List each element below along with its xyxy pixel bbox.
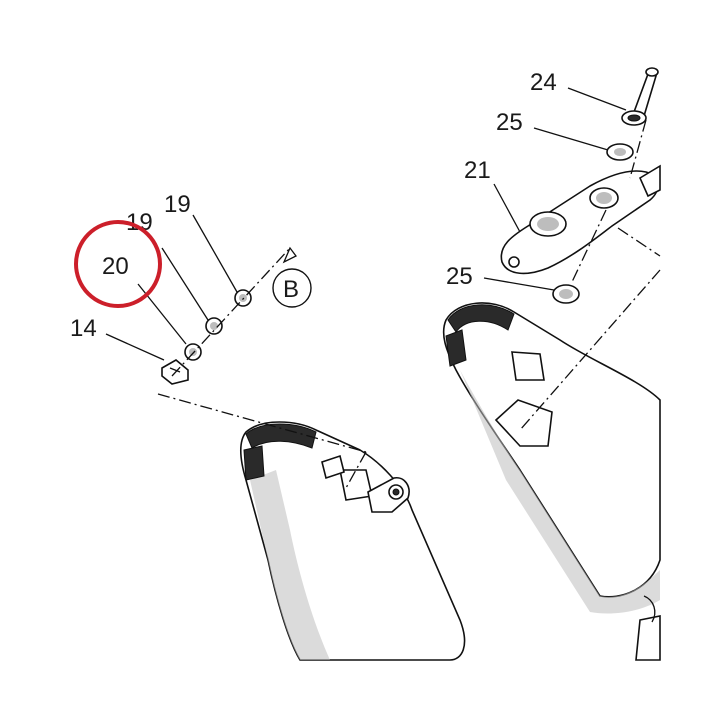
part-label-20: 20 <box>102 253 129 280</box>
part-label-21: 21 <box>464 157 491 184</box>
washer-20 <box>184 343 202 361</box>
part-label-25-bottom: 25 <box>446 263 473 290</box>
part-label-25-top: 25 <box>496 109 523 136</box>
part-label-19-outer: 19 <box>164 191 191 218</box>
highlight-circle <box>74 220 162 308</box>
left-muffler <box>239 421 466 661</box>
right-muffler <box>442 302 661 661</box>
part-label-24: 24 <box>530 69 557 96</box>
view-b-callout: B <box>272 268 312 308</box>
part-label-14: 14 <box>70 315 97 342</box>
bracket-21 <box>500 164 661 275</box>
washer-25-bottom <box>552 284 580 304</box>
washer-19-inner <box>205 317 223 335</box>
bolt-24 <box>621 67 659 126</box>
assembly-lines <box>157 119 661 489</box>
view-b-label: B <box>283 276 299 303</box>
washer-25-top <box>606 143 634 161</box>
